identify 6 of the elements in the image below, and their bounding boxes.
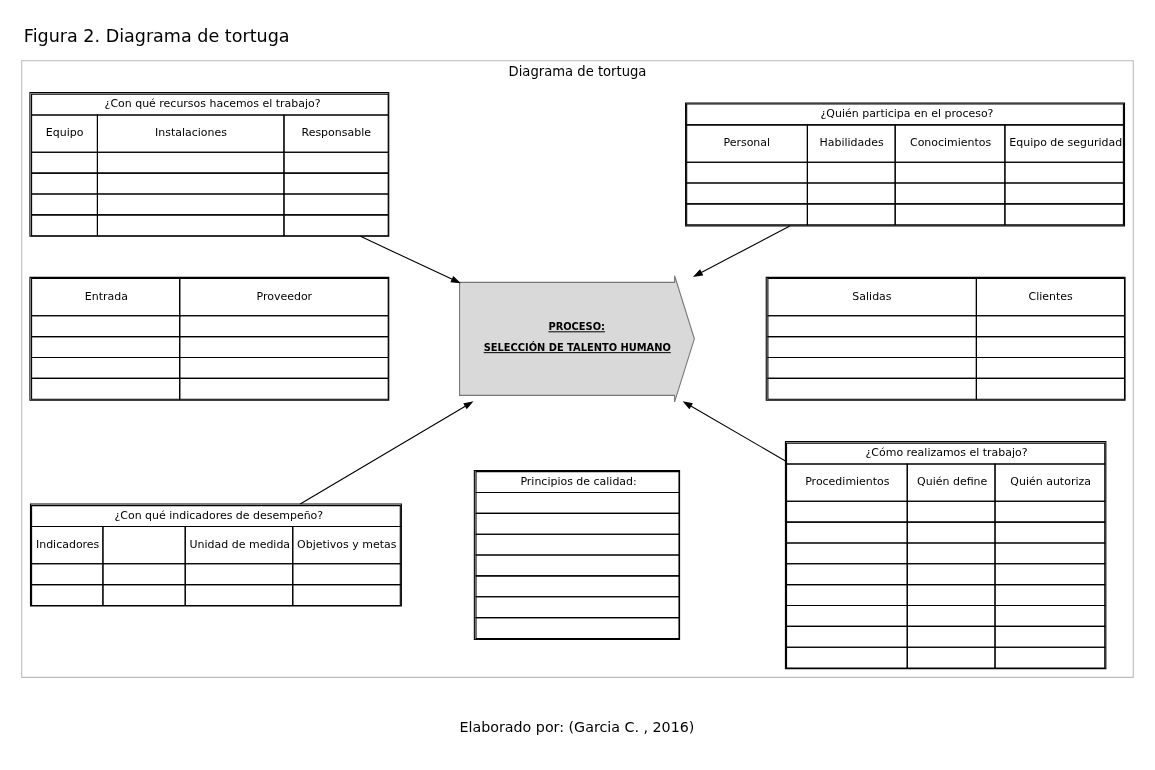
- arrow: [692, 224, 791, 277]
- arrow: [299, 400, 474, 505]
- diagram-title: Figura 2. Diagrama de tortuga: [23, 25, 290, 46]
- caption: Elaborado por: (Garcia C. , 2016): [459, 718, 695, 735]
- arrow: [359, 235, 461, 283]
- arrow: [682, 400, 786, 461]
